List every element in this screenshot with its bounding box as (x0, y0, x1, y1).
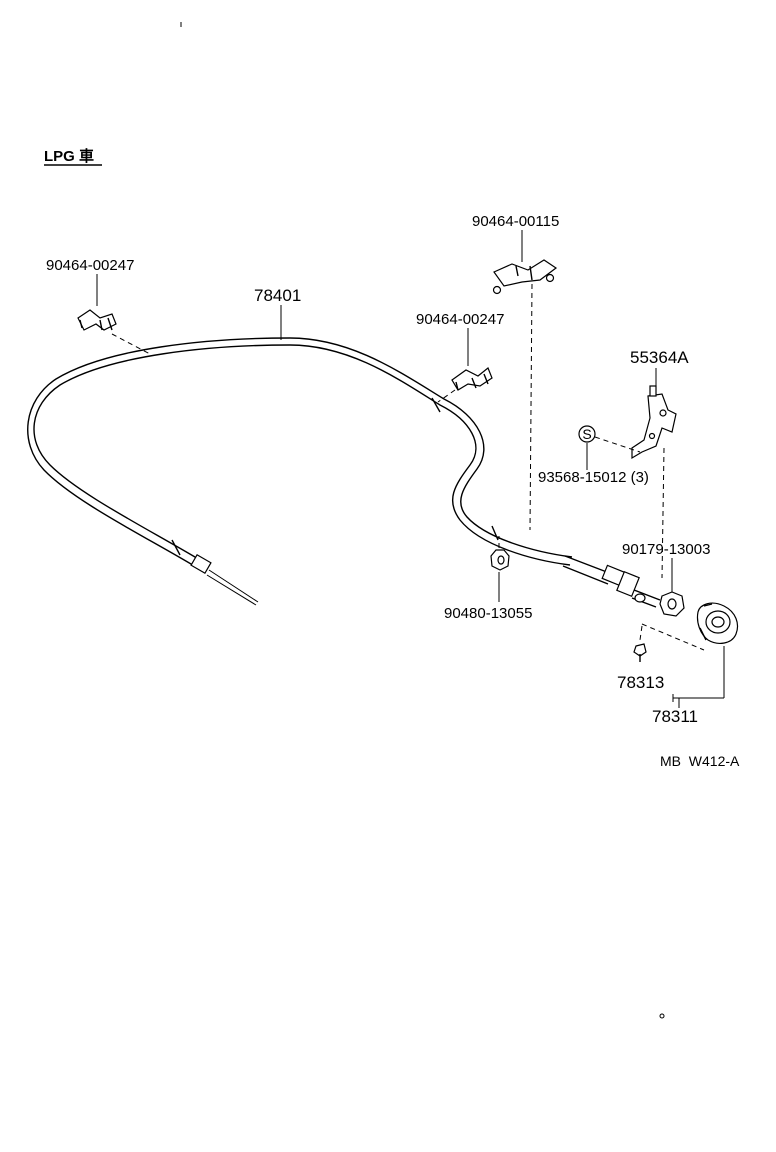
cable-ferrule-mid (431, 397, 441, 413)
dash-clamp-left (111, 333, 151, 355)
clamp-top-part (492, 259, 558, 295)
cable-right-nut-2 (616, 570, 640, 598)
label-clamp-mid: 90464-00247 (416, 311, 504, 328)
label-grommet: 90480-13055 (444, 605, 532, 622)
grommet-part (490, 549, 510, 571)
cable-outer-edge (33, 344, 571, 566)
cable-right-washer (634, 593, 646, 603)
cable-78401 (27, 337, 661, 608)
cable-inner-edge (27, 337, 573, 568)
label-clamp-left: 90464-00247 (46, 257, 134, 274)
clamp-mid-part (451, 367, 493, 391)
dash-screw (594, 436, 641, 453)
cable-left-fitting (190, 553, 212, 575)
bracket-part (631, 385, 677, 460)
label-knob-assy: 78311 (652, 707, 698, 726)
clamp-left-part (77, 309, 117, 331)
dash-clamp-top (529, 283, 533, 531)
label-knob-screw: 78313 (617, 673, 664, 692)
screw-symbol: S (578, 425, 596, 443)
label-clamp-top: 90464-00115 (472, 213, 559, 230)
diagram-code: MB W412-A (660, 753, 740, 769)
label-screw: 93568-15012 (3) (538, 469, 649, 486)
cable-ferrule-left (171, 539, 181, 556)
title-group: LPG 車 (44, 147, 102, 166)
cable-left-wire-2 (206, 574, 257, 606)
dash-knob (641, 623, 705, 651)
diagram-title: LPG 車 (44, 147, 94, 165)
screw-symbol-letter: S (582, 426, 591, 442)
label-78401: 78401 (254, 286, 301, 305)
cable-left-wire (208, 569, 259, 603)
scan-mark-2 (659, 1013, 665, 1019)
nut-part (659, 591, 685, 617)
knob-part (696, 602, 739, 644)
label-bracket: 55364A (630, 348, 689, 367)
dash-knob-screw (639, 625, 643, 641)
dash-bracket (661, 447, 665, 579)
cable-right-sleeve (562, 555, 613, 585)
dash-clamp-mid (437, 389, 456, 403)
cable-ferrule-right (491, 525, 499, 541)
knob-screw-part (633, 643, 647, 662)
label-nut: 90179-13003 (622, 541, 710, 558)
